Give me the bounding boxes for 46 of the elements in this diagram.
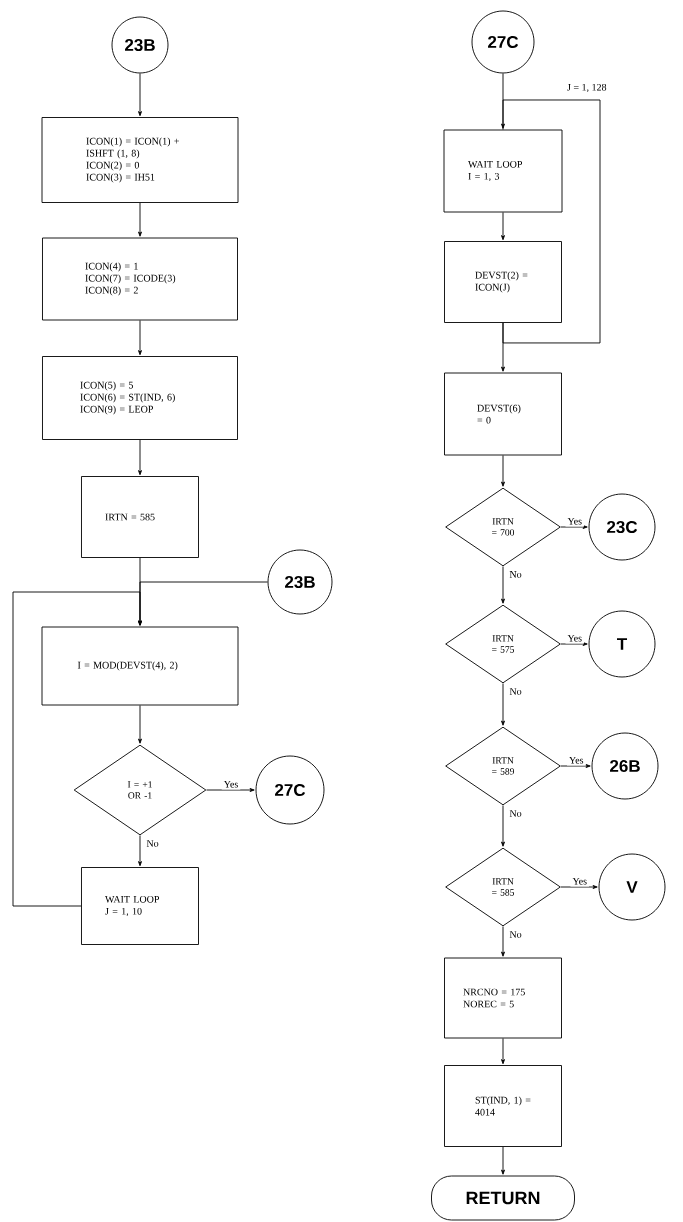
process-box: ICON(4) = 1 ICON(7) = ICODE(3) ICON(8) = 2 [42,237,238,321]
edge-label: No [507,808,524,819]
arrow [501,805,505,847]
arrow [501,1038,505,1065]
edge-label: Yes [565,632,585,644]
process-box: DEVST(6) = 0 [444,372,562,456]
process-box: IRTN = 585 [81,476,199,558]
arrow [138,202,142,237]
arrow [560,642,588,646]
process-box: ICON(5) = 5 ICON(6) = ST(IND, 6) ICON(9) = LEOP [42,356,238,440]
process-box: I = MOD(DEVST(4), 2) [41,626,239,706]
arrow [501,926,505,957]
arrow [501,1146,505,1175]
process-box: NRCNO = 175 NOREC = 5 [444,957,562,1039]
arrow [560,764,591,768]
edge-label: Yes [570,875,590,887]
arrow [138,73,142,117]
arrow [138,439,142,476]
arrow [501,683,505,726]
arrow [560,885,598,889]
edge-label: No [144,838,161,849]
arrow [501,73,505,129]
connector-line [502,99,601,344]
edge-label: No [507,929,524,940]
arrow [138,320,142,356]
process-box: WAIT LOOP I = 1, 3 [443,129,563,213]
edge-label: Yes [565,515,585,527]
edge-label: Yes [221,778,241,790]
edge-label: No [507,569,524,580]
edge-label: J = 1, 128 [567,83,607,93]
process-box: ST(IND, 1) = 4014 [444,1065,562,1147]
arrow [12,591,142,907]
terminal-box: RETURN [431,1175,575,1221]
arrow [501,322,505,372]
arrow [501,212,505,241]
arrow [560,525,588,529]
arrow [501,455,505,487]
arrow [501,566,505,604]
arrow [138,835,142,867]
edge-label: No [507,686,524,697]
process-box: WAIT LOOP J = 1, 10 [81,867,199,945]
process-box: ICON(1) = ICON(1) + ISHFT (1, 8) ICON(2) = 0 ICON(3) = IH51 [41,117,239,203]
arrow [138,705,142,744]
process-box: DEVST(2) = ICON(J) [444,241,562,323]
arrow [206,788,255,792]
edge-label: Yes [567,754,586,766]
